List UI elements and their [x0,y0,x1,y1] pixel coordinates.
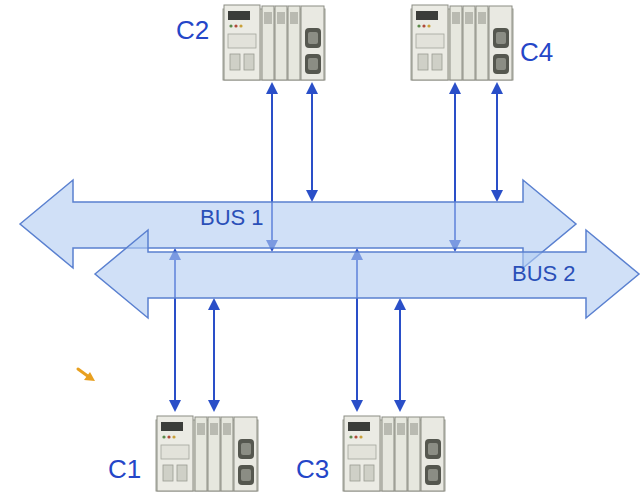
bus-outline [95,230,639,318]
arrow-head [306,82,318,94]
bus-link [394,298,406,412]
link-line [399,309,401,401]
arrow-head [351,400,363,412]
link-line [496,93,498,191]
plc-controller: C2 [222,2,326,82]
arrow-head [491,190,503,202]
arrow-head [208,400,220,412]
bus-arrow: BUS 2 [93,228,641,320]
arrow-head [394,298,406,310]
bus-link [306,82,318,202]
plc-image [411,5,513,80]
controller-name: C4 [520,38,553,67]
plc-controller: C3 [342,412,446,494]
arrow-head [266,82,278,94]
controller-name: C3 [296,455,329,484]
arrow-head [394,400,406,412]
bus-name: BUS 2 [512,262,576,286]
arrow-head [491,82,503,94]
bus-link [208,298,220,412]
plc-controller: C4 [410,2,514,82]
plc-controller: C1 [155,412,259,494]
controller-name: C1 [108,455,141,484]
plc-image [223,5,325,80]
arrow-head [306,190,318,202]
pointer-arrow [78,369,95,381]
link-line [213,309,215,401]
plc-image [156,416,258,491]
link-line [311,93,313,191]
bus-name: BUS 1 [200,206,264,230]
bus-link [491,82,503,202]
arrow-head [169,400,181,412]
arrow-head [208,298,220,310]
plc-image [343,416,445,491]
arrow-head [449,82,461,94]
controller-name: C2 [176,16,209,45]
